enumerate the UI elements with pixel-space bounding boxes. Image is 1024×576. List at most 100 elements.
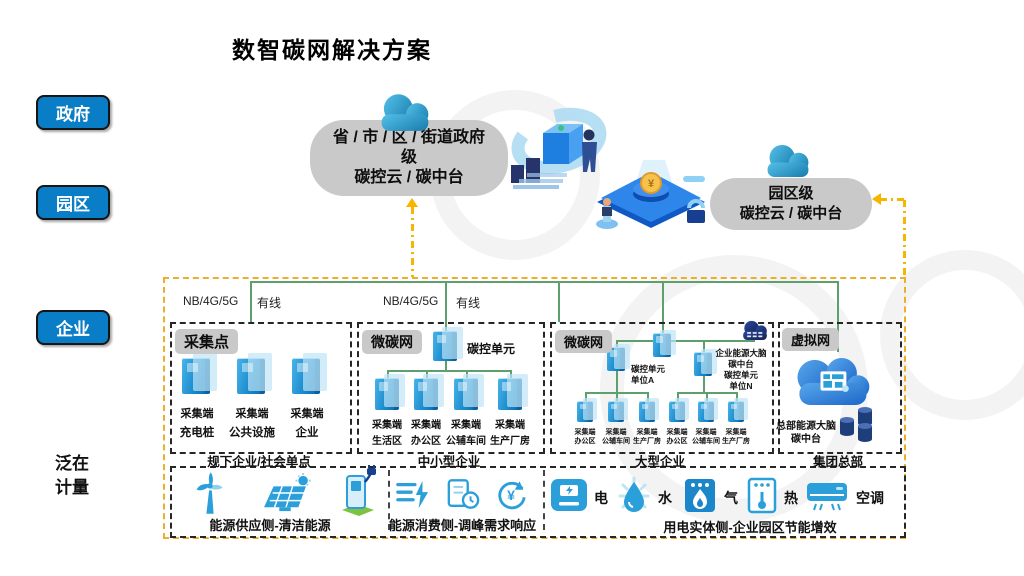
section-footer: 集团总部 [812,455,863,469]
wind-turbine-icon [196,472,223,514]
meter-label-gas: 气 [724,490,738,506]
yuan-cycle-icon: ¥ [498,481,526,510]
device-label: 采集端 [725,429,747,436]
database-icon [840,407,872,442]
device-label: 采集端 [636,429,658,436]
drop-line [837,281,839,352]
device-label: 采集端 [411,420,441,431]
demand-list-icon [396,480,429,509]
device-sublabel: 公辅车间 [602,438,630,445]
device-label: 采集端 [235,408,269,420]
device-sublabel: 办公区 [666,438,688,445]
section-virtual-network [778,322,902,454]
device-sublabel: 办公区 [574,438,596,445]
tree-line [585,392,587,401]
collector-device-icon [237,352,273,394]
cloud-icon [381,94,429,131]
device-sublabel: 企业 [295,427,319,439]
air-conditioner-icon [807,483,847,511]
collector-device-icon [292,352,328,394]
collector-device-icon [577,398,598,422]
section-footer: 大型企业 [634,455,685,469]
government-button[interactable]: 政府 [36,95,110,130]
device-label: 采集端 [695,429,717,436]
link-label-wired: 有线 [456,296,481,310]
brain-label: 企业能源大脑 [715,348,767,358]
energy-strip [170,466,906,538]
enterprise-brain-cloud-icon [743,320,767,340]
park-connector-arrow [872,193,881,205]
collector-device-icon [639,398,660,422]
section-micro-carbon-large [550,322,774,454]
page-title: 数智碳网解决方案 [232,37,432,63]
unit-n-device-icon [694,348,717,376]
tree-line [703,340,705,353]
device-label: 采集端 [290,408,324,420]
carbon-control-unit-label: 碳控单元 [467,342,516,356]
unit-a-label: 单位A [631,375,655,385]
enterprise-button[interactable]: 企业 [36,310,110,345]
device-sublabel: 公辅车间 [446,436,486,447]
meter-label-heat: 热 [784,490,798,506]
device-label: 采集端 [574,429,596,436]
link-label-wired: 有线 [257,296,282,310]
hq-brain-label: 总部能源大脑 [776,421,836,432]
link-label-nb: NB/4G/5G [383,294,439,308]
device-label: 采集端 [495,420,525,431]
gov-connector-arrow [406,198,418,207]
strip-divider [388,470,390,530]
bubble-line: 碳控云 / 碳中台 [354,169,464,186]
svg-text:¥: ¥ [507,488,515,504]
section-footer: 中小型企业 [417,455,481,469]
device-sublabel: 生活区 [372,436,402,447]
carbon-platform-illustration: ¥ [596,160,705,229]
device-sublabel: 生产厂房 [490,436,530,447]
ev-charger-icon [342,465,376,516]
heat-meter-icon [747,477,777,514]
park-connector-line [903,200,906,277]
carbon-control-unit-icon [433,326,464,361]
collector-device-icon [669,398,690,422]
bubble-line: 园区级 [768,185,814,202]
unit-a-label: 碳控单元 [631,364,666,374]
drop-line [250,281,252,322]
device-label: 采集端 [451,420,481,431]
park-connector-line [880,198,906,201]
cloud-icon [767,144,809,178]
collector-device-icon [454,373,485,410]
meter-label-ac: 空调 [856,490,884,506]
electric-meter-icon [551,479,587,511]
meter-label-electric: 电 [594,490,608,506]
water-drop-icon [618,476,650,512]
section-chip: 采集点 [175,329,239,354]
tree-line [677,392,679,401]
tree-line [616,371,618,392]
backbone-line [250,281,837,283]
report-clock-icon [447,479,480,509]
bubble-line: 级 [400,149,417,166]
note-line: 泛在 [55,454,89,473]
brain-label: 碳控单元 [723,370,758,380]
svg-text:¥: ¥ [648,178,655,190]
gov-connector-line [411,207,414,277]
collector-device-icon [728,398,749,422]
tree-line [616,340,755,342]
link-label-nb: NB/4G/5G [183,294,239,308]
section-micro-carbon-sme [357,322,545,454]
section-chip: 微碳网 [362,330,422,354]
tree-line [616,392,618,401]
device-sublabel: 公辅车间 [692,438,720,445]
collector-device-icon [375,373,406,410]
parent-node-icon [653,329,676,357]
park-button[interactable]: 园区 [36,185,110,220]
digital-platform-illustration [511,107,607,189]
collector-device-icon [182,352,218,394]
device-label: 采集端 [605,429,627,436]
consume-side-label: 能源消费侧-调峰需求响应 [388,518,537,533]
unit-a-device-icon [607,343,630,371]
tree-line [703,376,705,392]
device-sublabel: 办公区 [411,436,441,447]
tree-line [647,392,649,401]
government-cloud-bubble: 省 / 市 / 区 / 街道政府 级 碳控云 / 碳中台 [310,120,508,196]
